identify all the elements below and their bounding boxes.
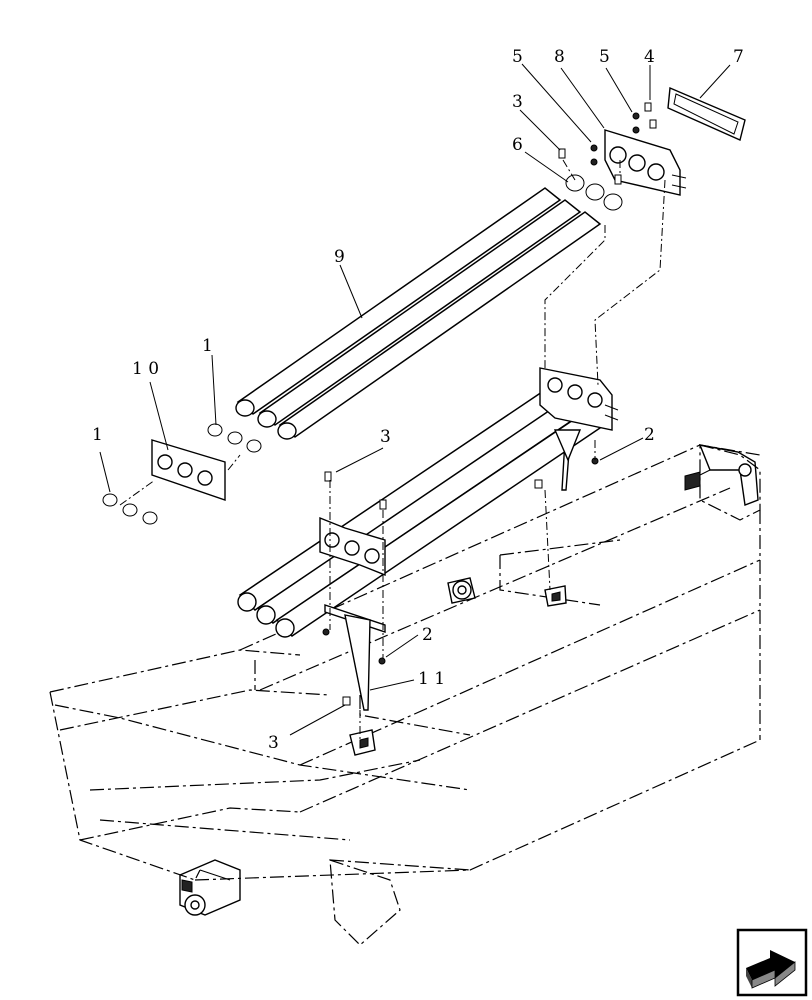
callout-1a: 1 — [202, 336, 213, 356]
callout-9: 9 — [334, 247, 345, 267]
frame-coupler — [447, 577, 476, 604]
manifold-8 — [604, 129, 687, 196]
hitch-bracket — [179, 859, 241, 916]
hitch-bracket-right — [684, 444, 759, 506]
exploded-tubes — [235, 187, 602, 440]
callout-3b: 3 — [380, 427, 391, 447]
callout-5a: 5 — [512, 47, 523, 67]
callout-2b: 2 — [422, 625, 433, 645]
callout-2a: 2 — [644, 425, 655, 445]
callout-5b: 5 — [599, 47, 610, 67]
callout-labels: 5 8 5 4 7 3 6 9 1 1 0 1 3 2 2 1 1 3 — [92, 47, 744, 753]
mount-pad-left — [349, 729, 376, 756]
callout-8: 8 — [554, 47, 565, 67]
callout-1b: 1 — [92, 425, 103, 445]
next-page-arrow-icon[interactable] — [736, 928, 808, 997]
mount-pad-right — [544, 585, 567, 607]
callout-10: 1 0 — [132, 359, 159, 379]
hose-clamps — [102, 423, 262, 525]
callout-3a: 3 — [512, 92, 523, 112]
clamp-bracket-6 — [565, 174, 623, 211]
callout-7: 7 — [733, 47, 744, 67]
end-plate-10 — [151, 439, 226, 501]
leader-lines — [99, 63, 731, 736]
assembly-guide-lines — [119, 159, 666, 740]
cover-7 — [667, 86, 746, 141]
assembled-tube-bundle — [237, 367, 619, 711]
hardware-bolts — [322, 102, 657, 706]
callout-4: 4 — [644, 47, 655, 67]
callout-11: 1 1 — [418, 669, 445, 689]
callout-6: 6 — [512, 135, 523, 155]
callout-3c: 3 — [268, 733, 279, 753]
